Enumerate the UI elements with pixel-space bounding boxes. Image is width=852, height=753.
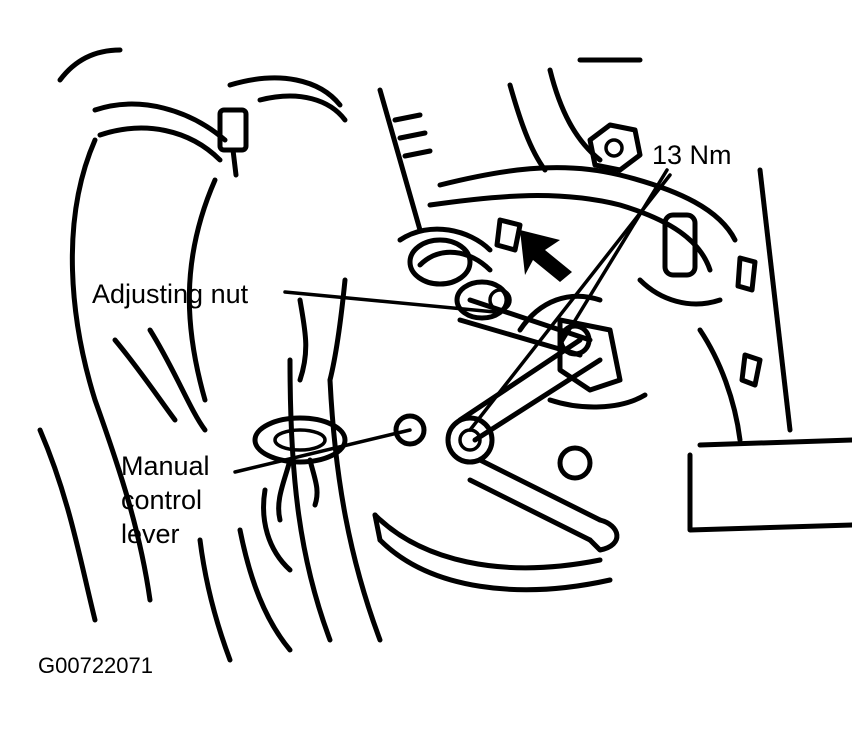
top-bolt [587,122,643,173]
dipstick-handle [252,415,348,573]
manual-control-lever-part [372,413,620,593]
pointer-arrow [520,230,572,282]
right-bracket [637,167,852,533]
left-hose [37,47,218,623]
adjusting-nut-label: Adjusting nut [92,279,249,309]
leader-lines [233,168,672,474]
lower-housing [197,277,383,663]
manual-control-lever-label: Manual control lever [121,449,210,551]
manual-control-lever-label-line-2: control [121,485,203,515]
manual-control-lever-label-line-1: Manual [121,451,210,481]
figure-id: G00722071 [38,653,153,678]
linkage-rod [457,293,648,443]
torque-label: 13 Nm [652,140,732,170]
hose-clamp [92,75,348,178]
manual-control-lever-label-line-3: lever [121,519,180,549]
